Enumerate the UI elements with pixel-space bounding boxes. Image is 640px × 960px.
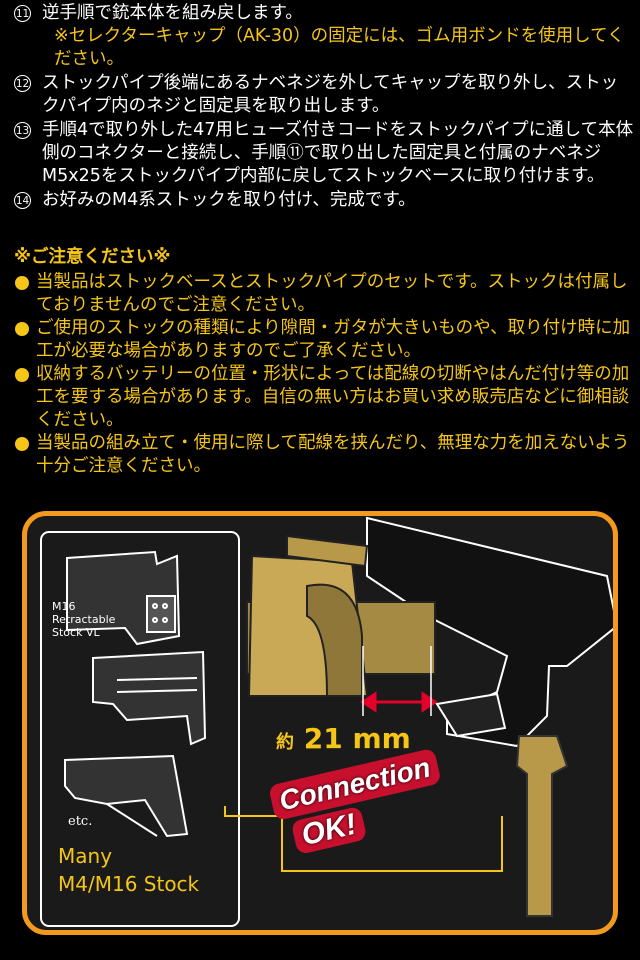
step-number: 12 [14,75,31,92]
distance-arrow-icon [360,691,438,713]
caution-item: 収納するバッテリーの位置・形状によっては配線の切断やはんだ付け等の加工を要する場… [14,363,634,432]
step-text: 手順4で取り外した47用ヒューズ付きコードをストックパイプに通して本体側のコネク… [42,120,634,186]
steps-list: 11 逆手順で銃本体を組み戻します。 ※セレクターキャップ（AK-30）の固定に… [14,2,634,213]
caution-text: ご使用のストックの種類により隙間・ガタが大きいものや、取り付け時に加工が必要な場… [36,318,631,361]
many-line2: M4/M16 Stock [58,872,200,896]
step-14: 14 お好みのM4系ストックを取り付け、完成です。 [14,189,634,212]
step-number: 13 [14,122,31,139]
m16-stock-icon [66,550,181,646]
step-13: 13 手順4で取り外した47用ヒューズ付きコードをストックパイプに通して本体側の… [14,119,634,188]
caution-section: ※ご注意ください※ 当製品はストックベースとストックパイプのセットです。ストック… [14,246,634,478]
distance-label: 約 21 mm [276,722,411,755]
stock-pipe-icon [515,735,569,917]
caution-text: 当製品の組み立て・使用に際して配線を挟んだり、無理な力を加えないよう十分ご注意く… [36,433,630,476]
step-number: 14 [14,192,31,209]
bullet-icon [15,368,29,382]
caution-text: 当製品はストックベースとストックパイプのセットです。ストックは付属しておりません… [36,272,628,315]
distance-unit: mm [352,722,411,755]
bullet-icon [15,276,29,290]
diagram-panel [22,511,618,935]
ctr-stock-icon [92,650,207,746]
distance-prefix: 約 [276,732,294,753]
stock-base-closeup [246,534,436,697]
distance-value: 21 [303,722,343,755]
step-note: ※セレクターキャップ（AK-30）の固定には、ゴム用ボンドを使用してください。 [54,26,625,69]
m16-stock-label: M16 Retractable Stock VL [52,600,115,639]
magpul-stock-icon [64,754,189,838]
diagram-illustration [40,516,613,927]
bullet-icon [15,437,29,451]
step-text: ストックパイプ後端にあるナベネジを外してキャップを取り外し、ストックパイプ内のネ… [42,73,619,116]
many-stock-label: Many M4/M16 Stock [58,842,199,898]
caution-text: 収納するバッテリーの位置・形状によっては配線の切断やはんだ付け等の加工を要する場… [36,364,630,430]
step-12: 12 ストックパイプ後端にあるナベネジを外してキャップを取り外し、ストックパイプ… [14,72,634,118]
stock-frame [40,531,240,927]
step-text: お好みのM4系ストックを取り付け、完成です。 [42,190,416,210]
m16-label-text: M16 Retractable Stock VL [52,600,116,639]
etc-label: etc. [68,814,93,829]
caution-item: 当製品の組み立て・使用に際して配線を挟んだり、無理な力を加えないよう十分ご注意く… [14,432,634,478]
caution-item: ご使用のストックの種類により隙間・ガタが大きいものや、取り付け時に加工が必要な場… [14,317,634,363]
caution-item: 当製品はストックベースとストックパイプのセットです。ストックは付属しておりません… [14,271,634,317]
connector-line [224,806,503,872]
rifle-icon [366,516,613,748]
bullet-icon [15,322,29,336]
caution-title: ※ご注意ください※ [14,247,171,267]
step-text: 逆手順で銃本体を組み戻します。 [42,3,303,23]
step-11: 11 逆手順で銃本体を組み戻します。 ※セレクターキャップ（AK-30）の固定に… [14,2,634,71]
step-number: 11 [14,5,31,22]
many-line1: Many [58,844,113,868]
